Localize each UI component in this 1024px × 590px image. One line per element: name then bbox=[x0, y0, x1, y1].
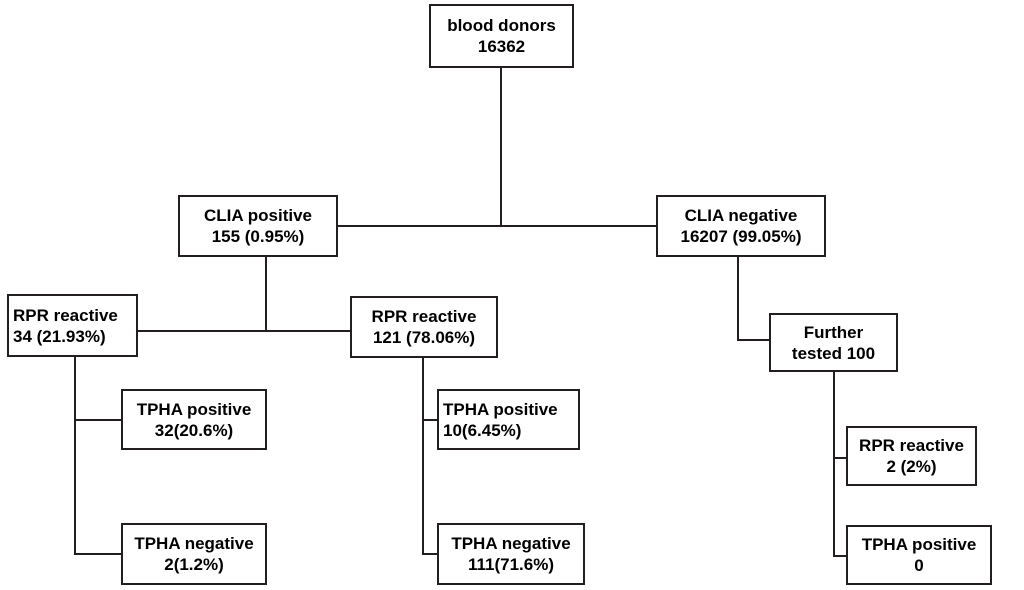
edge-further-to-rpr bbox=[833, 457, 848, 459]
node-tpha-positive-right-value: 0 bbox=[914, 556, 924, 575]
node-rpr-reactive-right[interactable]: RPR reactive 2 (2%) bbox=[846, 426, 977, 486]
node-clia-positive[interactable]: CLIA positive 155 (0.95%) bbox=[178, 195, 338, 257]
edge-rpr-split-bar bbox=[138, 330, 350, 332]
node-rpr-reactive-right-label: RPR reactive bbox=[859, 436, 964, 455]
node-clia-negative-value: 16207 (99.05%) bbox=[680, 227, 802, 246]
edge-rprmid-to-tphapos bbox=[422, 419, 439, 421]
edge-rprmid-to-tphaneg bbox=[422, 553, 439, 555]
edge-rprleft-stem bbox=[74, 357, 76, 555]
node-tpha-positive-right[interactable]: TPHA positive 0 bbox=[846, 525, 992, 585]
node-rpr-reactive-right-value: 2 (2%) bbox=[886, 457, 937, 476]
node-blood-donors[interactable]: blood donors 16362 bbox=[429, 4, 574, 68]
node-tpha-negative-mid[interactable]: TPHA negative 111(71.6%) bbox=[437, 523, 585, 585]
node-rpr-reactive-mid-label: RPR reactive bbox=[371, 307, 477, 326]
node-rpr-reactive-mid[interactable]: RPR reactive 121 (78.06%) bbox=[350, 296, 498, 358]
edge-further-stem bbox=[833, 372, 835, 557]
node-blood-donors-label: blood donors bbox=[447, 16, 556, 35]
node-tpha-positive-mid-value: 10(6.45%) bbox=[443, 420, 522, 440]
edge-rprleft-to-tphapos bbox=[74, 419, 122, 421]
node-tpha-negative-mid-label: TPHA negative bbox=[451, 534, 571, 553]
edge-clianegative-to-further bbox=[737, 339, 771, 341]
edge-clianegative-stem bbox=[737, 257, 739, 341]
node-clia-positive-value: 155 (0.95%) bbox=[211, 227, 305, 246]
node-rpr-reactive-left-value: 34 (21.93%) bbox=[13, 326, 106, 346]
node-rpr-reactive-left[interactable]: RPR reactive 34 (21.93%) bbox=[7, 294, 138, 357]
node-tpha-negative-left-value: 2(1.2%) bbox=[164, 555, 224, 574]
node-tpha-negative-left[interactable]: TPHA negative 2(1.2%) bbox=[121, 523, 267, 585]
edge-clia-split-bar bbox=[338, 225, 658, 227]
node-blood-donors-value: 16362 bbox=[477, 37, 526, 56]
edge-cliapositive-stem bbox=[265, 257, 267, 331]
node-clia-positive-label: CLIA positive bbox=[204, 206, 312, 225]
node-tpha-negative-left-label: TPHA negative bbox=[134, 534, 254, 553]
edge-further-to-tpha bbox=[833, 555, 848, 557]
node-further-tested-label: Further bbox=[803, 322, 864, 342]
node-tpha-positive-left-label: TPHA positive bbox=[136, 399, 252, 419]
node-rpr-reactive-mid-value: 121 (78.06%) bbox=[372, 328, 476, 347]
node-tpha-positive-mid-label: TPHA positive bbox=[443, 399, 558, 419]
node-tpha-positive-left[interactable]: TPHA positive 32(20.6%) bbox=[121, 389, 267, 450]
node-clia-negative-label: CLIA negative bbox=[684, 206, 798, 225]
node-tpha-negative-mid-value: 111(71.6%) bbox=[467, 555, 554, 574]
edge-rprleft-to-tphaneg bbox=[74, 553, 122, 555]
node-clia-negative[interactable]: CLIA negative 16207 (99.05%) bbox=[656, 195, 826, 257]
node-tpha-positive-left-value: 32(20.6%) bbox=[154, 420, 234, 440]
node-rpr-reactive-left-label: RPR reactive bbox=[13, 305, 118, 325]
node-further-tested-value: tested 100 bbox=[791, 343, 876, 363]
edge-blooddonors-stem bbox=[500, 66, 502, 226]
node-tpha-positive-mid[interactable]: TPHA positive 10(6.45%) bbox=[437, 389, 580, 450]
node-tpha-positive-right-label: TPHA positive bbox=[861, 535, 977, 554]
edge-rprmid-stem bbox=[422, 358, 424, 555]
node-further-tested[interactable]: Further tested 100 bbox=[769, 313, 898, 372]
